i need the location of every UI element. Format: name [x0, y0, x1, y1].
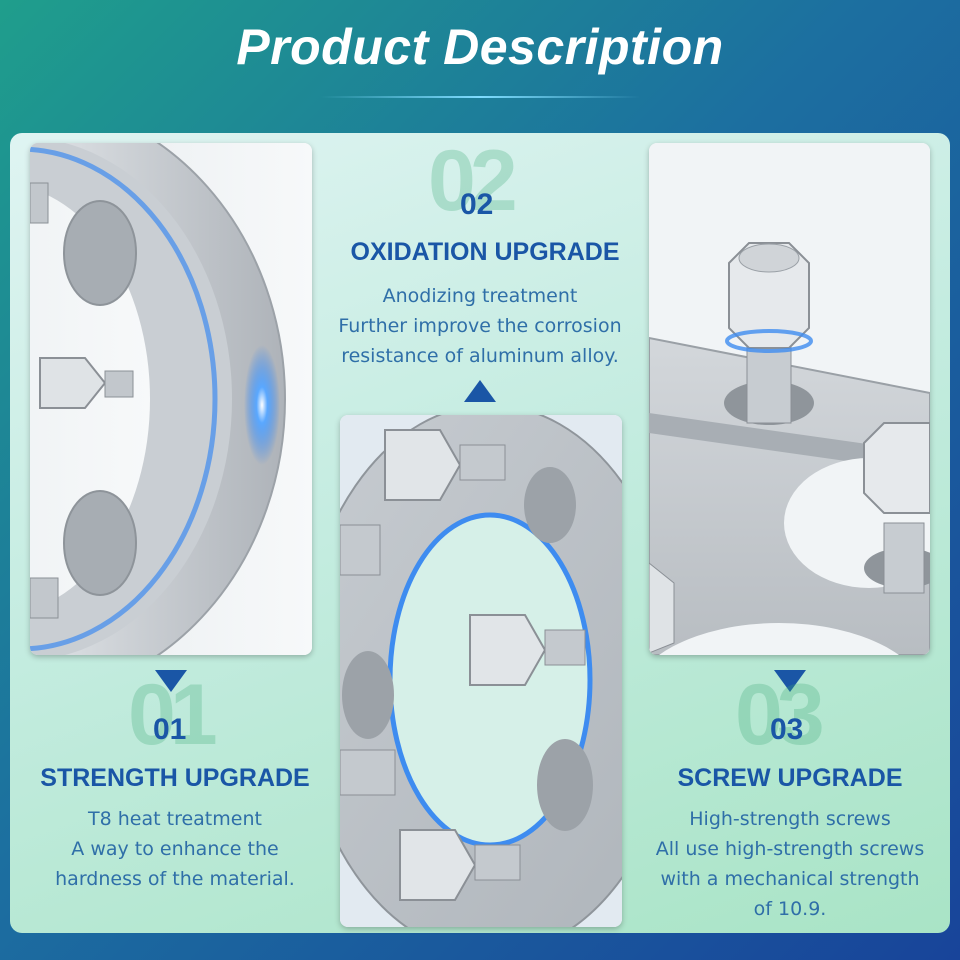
page-title: Product Description	[236, 19, 724, 75]
section-3-line: All use high-strength screws	[655, 838, 925, 860]
section-3-line: with a mechanical strength	[660, 868, 920, 890]
section-2-line: Anodizing treatment	[382, 285, 578, 307]
title-underline	[320, 96, 640, 98]
section-3-line: High-strength screws	[689, 808, 891, 830]
section-2-description: Anodizing treatment Further improve the …	[320, 281, 640, 371]
section-3-number: 03	[770, 713, 804, 746]
section-3-line: of 10.9.	[753, 898, 827, 920]
section-1-line: T8 heat treatment	[88, 808, 262, 830]
section-2-title: OXIDATION UPGRADE	[350, 238, 620, 266]
spacer-edge-image	[30, 143, 312, 655]
section-1-number-bg: 01	[128, 667, 218, 763]
triangle-down-icon	[155, 670, 187, 692]
triangle-down-icon	[774, 670, 806, 692]
section-2-line: resistance of aluminum alloy.	[341, 345, 619, 367]
section-3-title: SCREW UPGRADE	[677, 764, 903, 792]
section-2-number-bg: 02	[428, 133, 518, 229]
section-1-title: STRENGTH UPGRADE	[40, 764, 310, 792]
spacer-studs-image	[340, 415, 622, 927]
triangle-up-icon	[464, 380, 496, 402]
section-3-description: High-strength screws All use high-streng…	[625, 804, 955, 924]
section-1-line: hardness of the material.	[55, 868, 295, 890]
section-1-number: 01	[153, 713, 187, 746]
section-1-line: A way to enhance the	[71, 838, 279, 860]
screw-closeup-image	[649, 143, 930, 655]
section-2-line: Further improve the corrosion	[338, 315, 622, 337]
section-1-description: T8 heat treatment A way to enhance the h…	[20, 804, 330, 894]
section-2-number: 02	[460, 188, 494, 221]
section-3-number-bg: 03	[735, 667, 825, 763]
